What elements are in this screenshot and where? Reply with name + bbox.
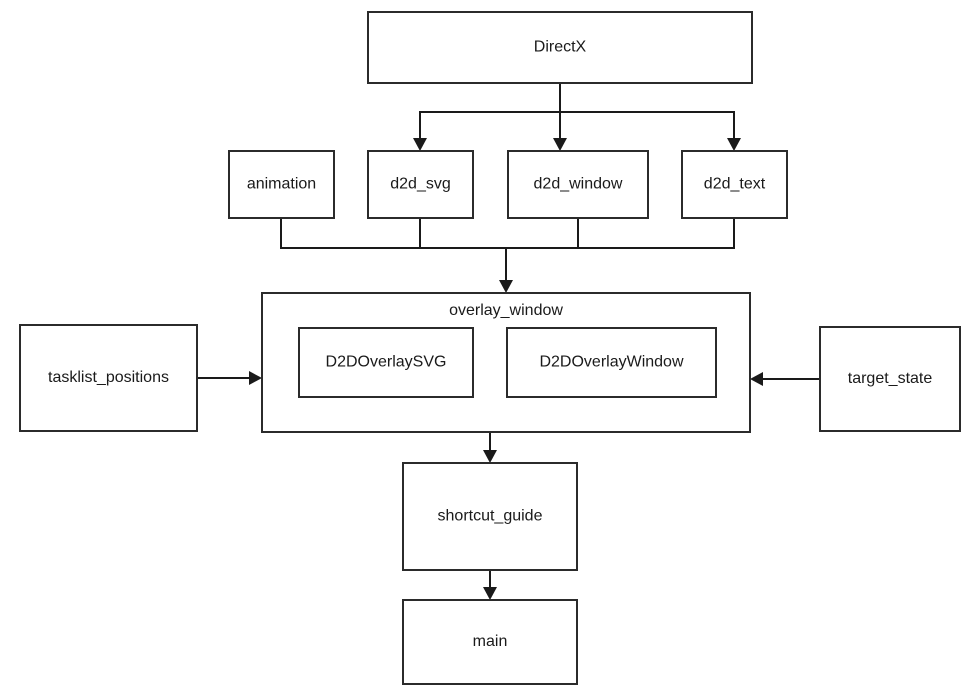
node-label: main [473, 633, 508, 650]
node-label: D2DOverlaySVG [326, 354, 447, 371]
node-label: DirectX [534, 39, 587, 56]
node-box[interactable] [681, 150, 788, 219]
node-box[interactable] [298, 327, 474, 398]
node-box[interactable] [228, 150, 335, 219]
node-label: d2d_svg [390, 176, 451, 193]
node-target_state[interactable]: target_state [819, 326, 961, 432]
node-label: overlay_window [449, 302, 563, 319]
node-box[interactable] [402, 599, 578, 685]
node-label: target_state [848, 370, 933, 387]
edge-d2d_window-to-overlay_window [506, 218, 579, 249]
node-box[interactable] [507, 150, 649, 219]
node-label: D2DOverlayWindow [539, 354, 683, 371]
node-tasklist_positions[interactable]: tasklist_positions [19, 324, 198, 432]
edge-directx-to-d2d_svg [413, 83, 561, 151]
edge-line [506, 218, 579, 249]
node-box[interactable] [367, 11, 753, 84]
edge-animation-to-overlay_window [280, 218, 506, 249]
edge-merge-to-overlay_window [499, 248, 513, 293]
arrowhead-icon [553, 138, 567, 151]
node-box[interactable] [19, 324, 198, 432]
node-main[interactable]: main [402, 599, 578, 685]
arrowhead-icon [413, 138, 427, 151]
arrowhead-icon [727, 138, 741, 151]
edge-target_state-to-overlay_window [750, 372, 820, 386]
edge-tasklist_positions-to-overlay_window [197, 371, 262, 385]
edge-line [280, 218, 506, 249]
node-d2d_text[interactable]: d2d_text [681, 150, 788, 219]
node-box[interactable] [819, 326, 961, 432]
nodes-layer: DirectX animation d2d_svg d2d_window d2d_tex… [19, 11, 961, 685]
edge-line [419, 83, 561, 145]
arrowhead-icon [483, 587, 497, 600]
arrowhead-icon [483, 450, 497, 463]
edge-line [559, 83, 735, 145]
node-directx[interactable]: DirectX [367, 11, 753, 84]
node-d2doverlaywindow[interactable]: D2DOverlayWindow [506, 327, 717, 398]
edge-overlay_window-to-shortcut_guide [483, 432, 497, 463]
node-box[interactable] [506, 327, 717, 398]
node-box[interactable] [402, 462, 578, 571]
node-label: shortcut_guide [438, 508, 543, 525]
arrowhead-icon [249, 371, 262, 385]
edges-layer [197, 83, 820, 600]
edge-shortcut_guide-to-main [483, 570, 497, 600]
node-d2d_window[interactable]: d2d_window [507, 150, 649, 219]
node-box[interactable] [367, 150, 474, 219]
node-d2doverlaysvg[interactable]: D2DOverlaySVG [298, 327, 474, 398]
node-animation[interactable]: animation [228, 150, 335, 219]
edge-d2d_text-to-overlay_window [506, 218, 735, 249]
edge-directx-to-d2d_text [559, 83, 741, 151]
arrowhead-icon [750, 372, 763, 386]
edge-line [419, 218, 506, 249]
node-label: d2d_text [704, 176, 766, 193]
edge-line [506, 218, 735, 249]
node-label: animation [247, 176, 316, 193]
arrowhead-icon [499, 280, 513, 293]
node-label: tasklist_positions [48, 369, 169, 386]
node-d2d_svg[interactable]: d2d_svg [367, 150, 474, 219]
node-label: d2d_window [534, 176, 623, 193]
edge-d2d_svg-to-overlay_window [419, 218, 506, 249]
node-shortcut_guide[interactable]: shortcut_guide [402, 462, 578, 571]
